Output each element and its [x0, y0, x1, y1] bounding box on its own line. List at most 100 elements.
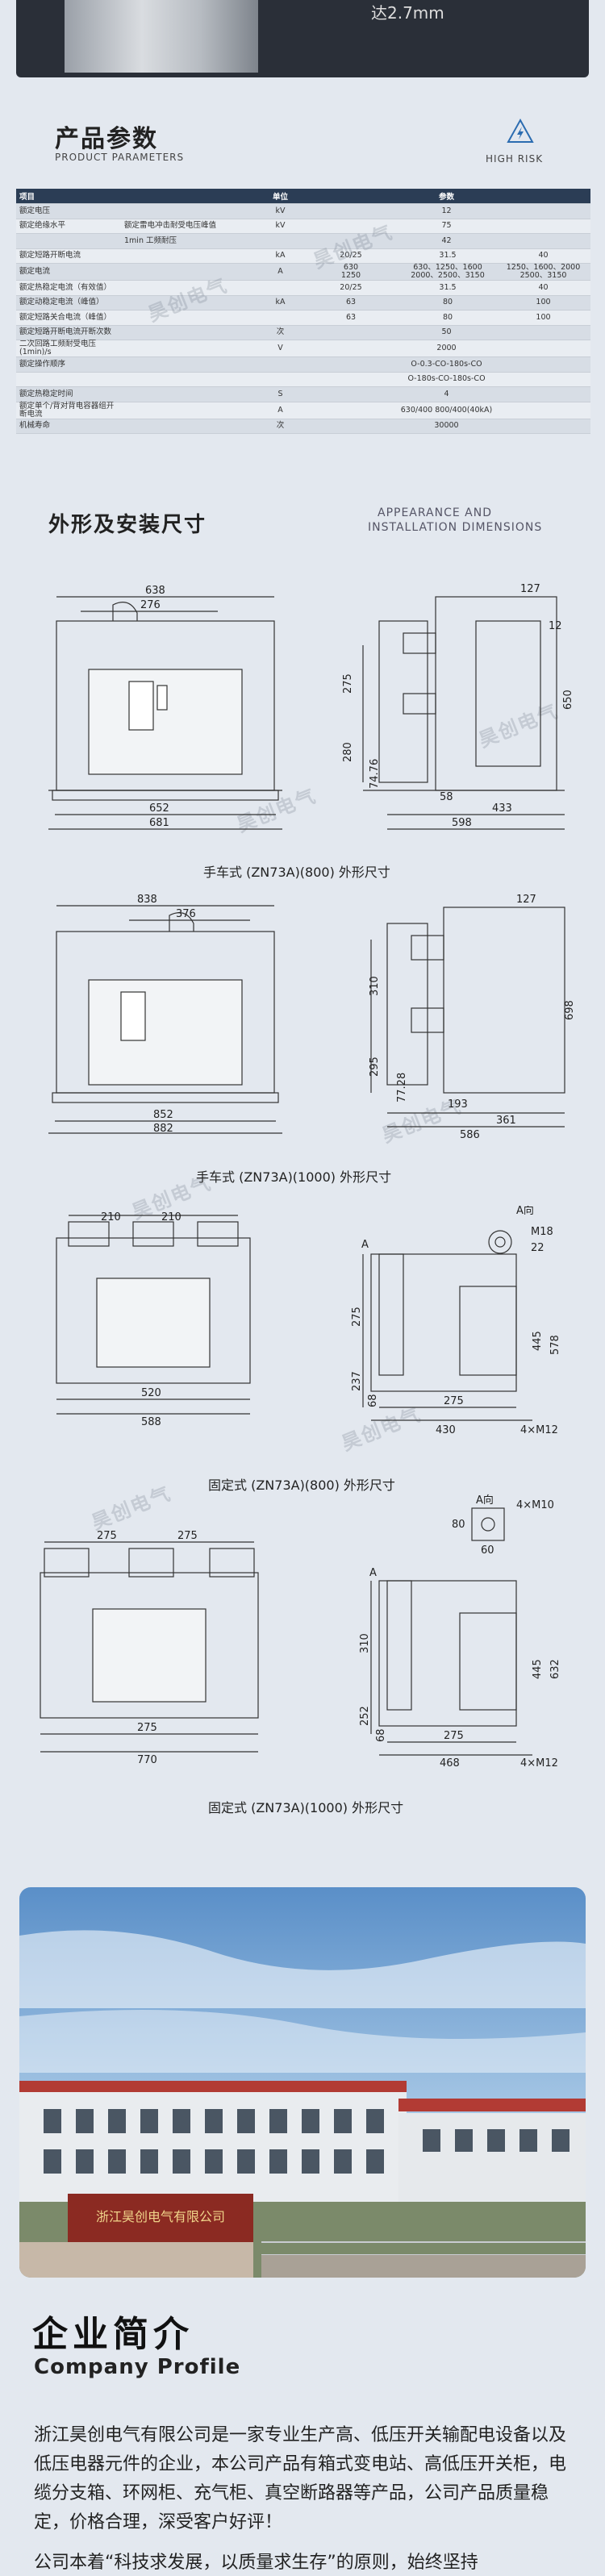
table-cell [121, 203, 258, 219]
dim-label: 210 [101, 1211, 121, 1223]
params-title: 产品参数 [55, 125, 158, 153]
dim-label: 193 [448, 1098, 468, 1111]
table-cell: kA [258, 295, 302, 311]
table-cell: O-0.3-CO-180s-CO [302, 356, 590, 373]
dim-label: 275 [137, 1722, 157, 1734]
table-cell: 20/25 [302, 280, 399, 296]
table-cell [16, 233, 121, 249]
table-cell: S [258, 386, 302, 402]
dim-label: 468 [440, 1757, 460, 1769]
dim-label: 275 [351, 1307, 363, 1327]
table-cell [258, 280, 302, 296]
profile-title: 企业简介 [32, 2314, 194, 2355]
table-cell: 额定单个/背对背电容器组开断电流 [16, 402, 121, 419]
detail-label: M18 [531, 1226, 553, 1238]
table-cell: 次 [258, 325, 302, 340]
table-cell: A [258, 402, 302, 419]
profile-paragraph-2: 公司本着“科技求发展，以质量求生存”的原则，始终坚持 [34, 2553, 478, 2573]
table-cell: 20/25 [302, 248, 399, 264]
table-cell: 12 [302, 203, 590, 219]
high-risk-warning-icon [507, 118, 534, 143]
table-cell: 63 [302, 295, 399, 311]
dim-label: 275 [97, 1530, 117, 1542]
dim-label: 74.76 [369, 759, 381, 789]
table-cell: 1250、1600、2000 2500、3150 [496, 263, 590, 281]
table-cell [258, 372, 302, 387]
dim-label: 838 [137, 894, 157, 906]
table-cell: 75 [302, 219, 590, 234]
dim-label: 275 [444, 1395, 464, 1407]
dim-label: 275 [444, 1730, 464, 1742]
dim-label: 77.28 [396, 1073, 408, 1103]
dim-label: 376 [176, 908, 196, 920]
table-cell: 额定热稳定时间 [16, 386, 121, 402]
table-cell: V [258, 340, 302, 357]
product-photo-fragment [65, 0, 258, 73]
company-building-photo: 浙江昊创电气有限公司 [19, 1887, 586, 2278]
table-header-row: 项目 单位 参数 [16, 189, 590, 204]
dimensions-title: 外形及安装尺寸 [48, 513, 207, 537]
table-cell: 80 [399, 295, 496, 311]
detail-label: 22 [531, 1242, 544, 1254]
front-view [48, 596, 282, 830]
table-cell: 机械寿命 [16, 419, 121, 434]
dim-label: 433 [492, 802, 512, 815]
dim-label: 310 [369, 976, 381, 996]
table-cell: 额定雷电冲击耐受电压峰值 [121, 219, 258, 234]
dim-label: 852 [153, 1109, 173, 1121]
table-cell [121, 310, 258, 326]
dim-label: 252 [359, 1706, 371, 1726]
table-cell: kA [258, 248, 302, 264]
dim-label: 280 [342, 742, 354, 762]
dim-label: 12 [549, 620, 562, 632]
table-cell: 630 1250 [302, 263, 399, 281]
dim-label: 652 [149, 802, 169, 815]
company-sign: 浙江昊创电气有限公司 [96, 2209, 225, 2224]
table-cell: O-180s-CO-180s-CO [302, 372, 590, 387]
table-cell: 额定短路开断电流开断次数 [16, 325, 121, 340]
dim-label: 588 [141, 1416, 161, 1428]
table-cell: 二次回路工频耐受电压 (1min)/s [16, 340, 121, 357]
table-cell: 31.5 [399, 248, 496, 264]
dim-label: 681 [149, 817, 169, 829]
table-cell: 50 [302, 325, 590, 340]
dim-label: 295 [369, 1057, 381, 1077]
profile-subtitle: Company Profile [34, 2355, 241, 2379]
top-banner: 达2.7mm [0, 0, 605, 81]
drawing-fixed-800: 210 210 520 588 A向 M18 22 A 275 237 68 4… [56, 1206, 561, 1436]
dim-label: 276 [140, 599, 161, 611]
dim-label: 770 [137, 1754, 157, 1766]
table-cell: 630/400 800/400(40kA) [302, 402, 590, 419]
dim-label: 638 [145, 585, 165, 597]
drawing-trolley-1000: 838 376 852 882 127 310 295 77.28 698 19… [48, 894, 576, 1141]
table-cell [121, 402, 258, 419]
dim-label: 4×M12 [520, 1424, 558, 1436]
side-view [362, 596, 565, 830]
table-cell: 额定电流 [16, 263, 121, 281]
dim-label: A [369, 1567, 377, 1579]
dim-label: 598 [452, 817, 472, 829]
dim-label: A [361, 1239, 369, 1251]
table-cell: 2000 [302, 340, 590, 357]
figure-caption: 手车式 (ZN73A)(1000) 外形尺寸 [196, 1169, 392, 1185]
dimensions-subtitle-1: APPEARANCE AND [378, 506, 492, 519]
table-cell: kV [258, 203, 302, 219]
table-cell: 630、1250、1600 2000、2500、3150 [399, 263, 496, 281]
header-params: 参数 [302, 189, 590, 204]
figure-caption: 固定式 (ZN73A)(1000) 外形尺寸 [208, 1800, 404, 1815]
table-cell: 额定短路开断电流 [16, 248, 121, 264]
dim-label: 127 [516, 894, 536, 906]
figure-caption: 固定式 (ZN73A)(800) 外形尺寸 [208, 1478, 395, 1493]
dim-label: 632 [549, 1659, 561, 1679]
table-cell [121, 248, 258, 264]
table-cell [121, 280, 258, 296]
table-cell: 40 [496, 280, 590, 296]
table-cell: 4 [302, 386, 590, 402]
